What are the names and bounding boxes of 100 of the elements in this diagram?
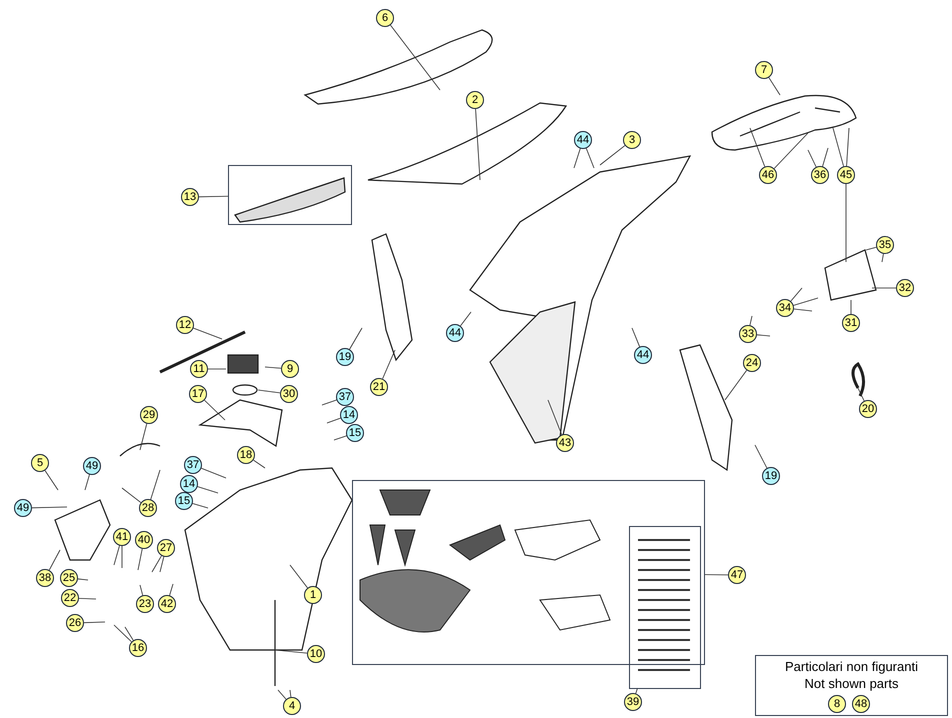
leader-line	[574, 148, 581, 168]
callout-number: 49	[83, 457, 101, 475]
leader-line	[140, 584, 144, 596]
leader-line	[475, 108, 480, 180]
leader-line	[793, 298, 818, 306]
callout-number: 45	[837, 166, 855, 184]
callout-number: 39	[624, 693, 642, 711]
callout-number: 19	[762, 467, 780, 485]
callout-number: 14	[340, 406, 358, 424]
callout-number: 18	[237, 446, 255, 464]
note-panel	[755, 655, 948, 716]
callout-number: 23	[136, 595, 154, 613]
leader-line	[78, 598, 96, 600]
leader-line	[882, 253, 884, 262]
leader-line	[274, 650, 308, 654]
leader-line	[850, 300, 852, 314]
callout-number: 32	[896, 279, 914, 297]
leader-line	[322, 400, 337, 406]
note-text: Not shown parts	[804, 675, 898, 692]
leader-line	[349, 328, 362, 350]
callout-number: 30	[280, 385, 298, 403]
leader-line	[169, 584, 174, 596]
leader-line	[548, 400, 562, 436]
note-text: Particolari non figuranti	[785, 658, 918, 675]
callout-number: 13	[181, 188, 199, 206]
callout-number: 48	[852, 695, 870, 713]
leader-line	[78, 578, 88, 580]
leader-line	[832, 128, 844, 167]
callout-number: 17	[189, 385, 207, 403]
callout-number: 14	[180, 475, 198, 493]
leader-line	[192, 503, 208, 508]
callout-number: 41	[113, 528, 131, 546]
callout-number: 3	[623, 131, 641, 149]
leader-line	[326, 418, 341, 424]
callout-number: 7	[755, 61, 773, 79]
leader-line	[278, 690, 286, 700]
leader-line	[750, 128, 766, 167]
callout-number: 2	[466, 91, 484, 109]
callout-number: 5	[31, 454, 49, 472]
callout-number: 33	[739, 325, 757, 343]
leader-line	[48, 550, 60, 570]
leader-line	[197, 486, 218, 494]
leader-line	[866, 246, 877, 250]
leader-line	[790, 288, 802, 302]
leader-line	[32, 506, 68, 508]
callout-number: 16	[129, 639, 147, 657]
leader-line	[208, 368, 226, 370]
callout-number: 8	[828, 695, 846, 713]
callout-number: 37	[184, 456, 202, 474]
callout-number: 36	[811, 166, 829, 184]
callout-number: 19	[336, 348, 354, 366]
leader-line	[114, 624, 132, 642]
callout-number: 43	[556, 434, 574, 452]
leader-line	[193, 328, 222, 340]
leader-line	[586, 148, 594, 168]
leader-line	[138, 548, 143, 570]
callout-number: 34	[776, 299, 794, 317]
leader-line	[768, 77, 780, 96]
callout-number: 37	[336, 388, 354, 406]
leader-line	[724, 370, 748, 400]
callout-number: 29	[140, 406, 158, 424]
leader-line	[858, 388, 865, 402]
callout-number: 44	[634, 346, 652, 364]
callout-number: 25	[60, 569, 78, 587]
leader-line	[140, 423, 148, 450]
callout-number: 4	[283, 697, 301, 715]
leader-line	[290, 690, 292, 698]
callout-number: 46	[759, 166, 777, 184]
callout-number: 42	[158, 595, 176, 613]
leader-line	[152, 555, 162, 572]
leader-line	[84, 622, 106, 624]
leader-line	[200, 468, 226, 478]
callout-number: 1	[304, 586, 322, 604]
callout-number: 9	[281, 360, 299, 378]
leader-line	[253, 460, 266, 468]
callout-number: 44	[574, 131, 592, 149]
callout-number: 49	[14, 499, 32, 517]
callout-number: 35	[876, 236, 894, 254]
callout-number: 10	[307, 645, 325, 663]
inset-frame	[228, 165, 352, 225]
callout-number: 28	[139, 499, 157, 517]
callout-number: 44	[446, 324, 464, 342]
leader-line	[198, 196, 228, 198]
leader-line	[290, 564, 308, 588]
leader-line	[822, 148, 828, 167]
callout-number: 20	[859, 400, 877, 418]
callout-number: 22	[61, 589, 79, 607]
leader-line	[382, 350, 396, 380]
leader-line	[264, 366, 282, 369]
leader-line	[150, 470, 160, 500]
leader-line	[794, 308, 812, 312]
leader-line	[774, 132, 808, 169]
callout-number: 12	[176, 316, 194, 334]
callout-number: 26	[66, 614, 84, 632]
leader-line	[808, 150, 816, 168]
callout-number: 47	[728, 566, 746, 584]
leader-line	[258, 390, 280, 394]
leader-line	[114, 545, 120, 566]
leader-line	[160, 556, 164, 572]
leader-line	[750, 316, 752, 326]
